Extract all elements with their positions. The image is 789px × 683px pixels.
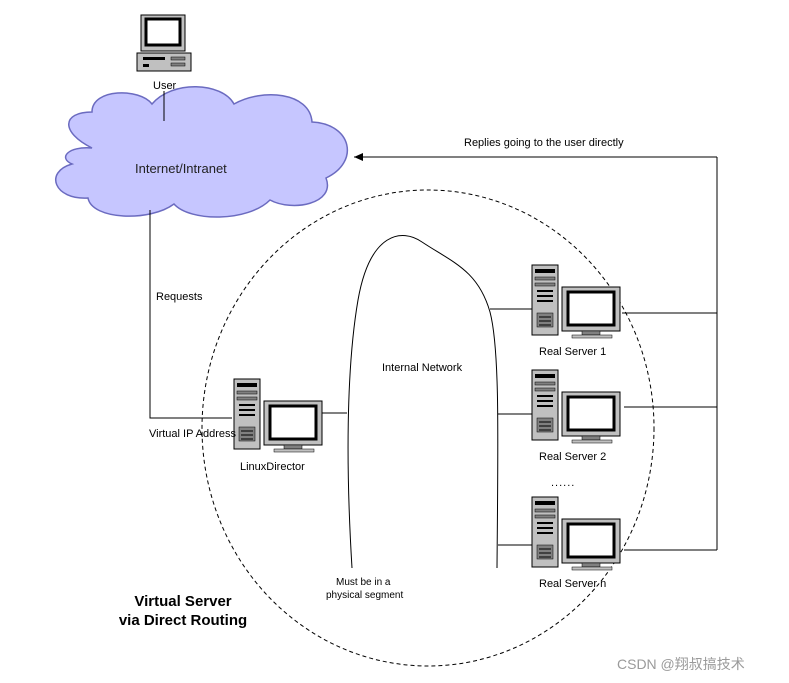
replies-label: Replies going to the user directly <box>464 137 624 149</box>
real-server-n-computer-icon <box>530 495 622 572</box>
director-label: LinuxDirector <box>240 461 305 473</box>
internet-cloud <box>55 86 349 218</box>
real-server-1-label: Real Server 1 <box>539 346 607 358</box>
cloud-label: Internet/Intranet <box>135 161 227 176</box>
internal-network-label: Internal Network <box>382 362 463 374</box>
real-server-2-computer-icon <box>530 368 622 445</box>
user-computer-icon <box>135 13 193 73</box>
internal-network-segment <box>347 235 499 569</box>
user-label: User <box>153 80 177 92</box>
diagram-title-line1: Virtual Server <box>134 593 232 610</box>
real-server-n-label: Real Server n <box>539 578 607 590</box>
watermark: CSDN @翔叔搞技术 <box>617 656 745 672</box>
virtual-ip-label: Virtual IP Address <box>149 428 237 440</box>
segment-note-line1: Must be in a <box>336 577 391 588</box>
real-server-2-label: Real Server 2 <box>539 451 607 463</box>
segment-note-line2: physical segment <box>326 590 404 601</box>
requests-path <box>149 210 232 419</box>
servers-ellipsis: ...... <box>551 477 576 489</box>
diagram-title-line2: via Direct Routing <box>118 612 248 629</box>
virtual-server-boundary <box>201 189 655 667</box>
linux-director-computer-icon <box>232 377 324 454</box>
requests-label: Requests <box>156 291 203 303</box>
real-server-1-computer-icon <box>530 263 622 340</box>
